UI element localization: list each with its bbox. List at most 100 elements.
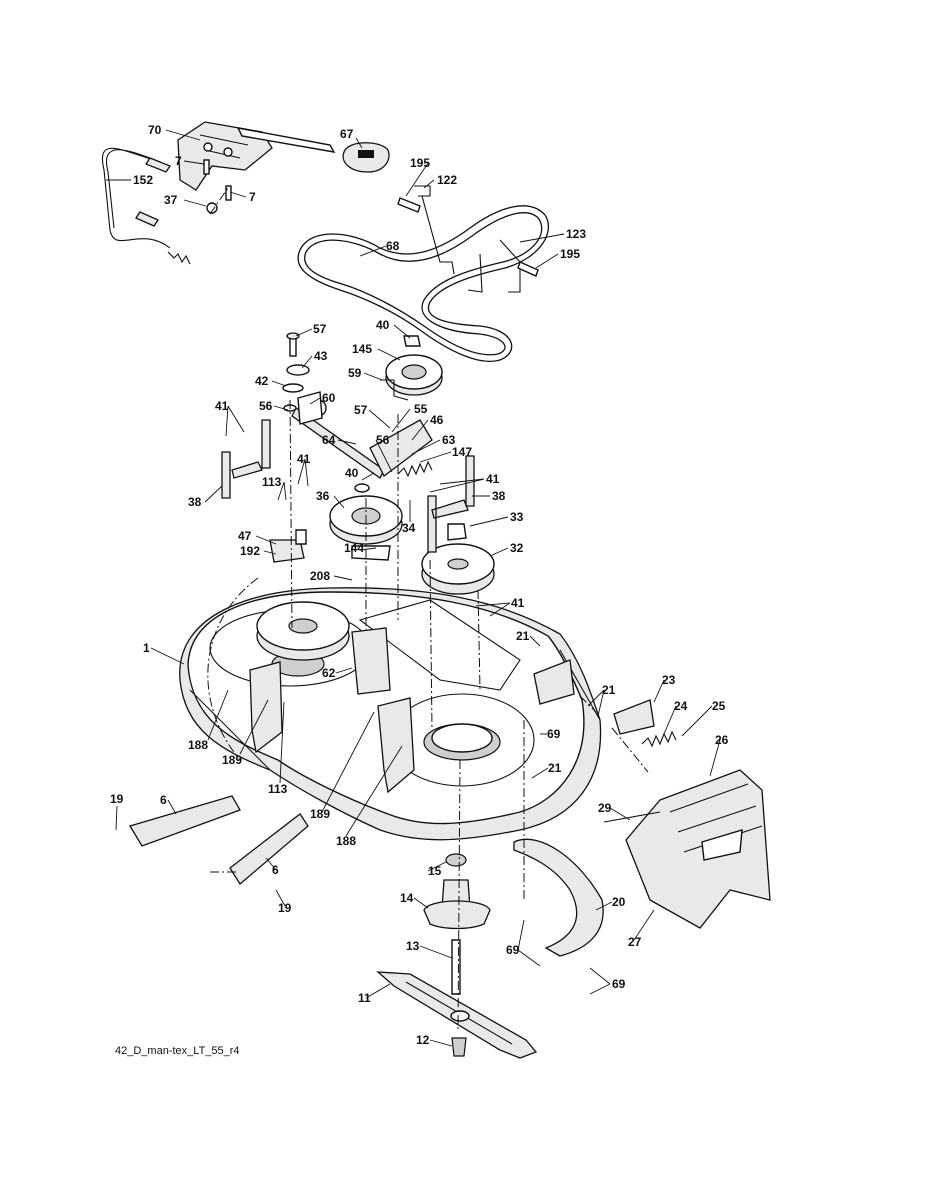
- bolt-part: [203, 159, 210, 175]
- lift-arm-part: [229, 813, 309, 885]
- chute-rod-part: [603, 811, 661, 823]
- callout-47: 47: [238, 529, 252, 543]
- callout-7: 7: [175, 154, 182, 168]
- callout-69: 69: [612, 977, 626, 991]
- callout-7: 7: [249, 190, 256, 204]
- callout-192: 192: [240, 544, 260, 558]
- callout-27: 27: [628, 935, 642, 949]
- blade-bolt-part: [451, 1037, 467, 1057]
- callout-43: 43: [314, 349, 328, 363]
- callout-21: 21: [548, 761, 562, 775]
- callout-38: 38: [492, 489, 506, 503]
- callout-15: 15: [428, 864, 442, 878]
- callout-24: 24: [674, 699, 688, 713]
- callout-19: 19: [278, 901, 292, 915]
- callout-55: 55: [414, 402, 428, 416]
- callout-26: 26: [715, 733, 729, 747]
- knob-part: [342, 142, 390, 173]
- callout-189: 189: [310, 807, 330, 821]
- callout-188: 188: [188, 738, 208, 752]
- callout-123: 123: [566, 227, 586, 241]
- deck-spindle-pulley-part: [256, 601, 350, 661]
- callout-189: 189: [222, 753, 242, 767]
- callout-113: 113: [262, 475, 282, 489]
- callout-6: 6: [272, 863, 279, 877]
- washer-part: [206, 202, 218, 214]
- callout-69: 69: [506, 943, 520, 957]
- callout-69: 69: [547, 727, 561, 741]
- callout-195: 195: [560, 247, 580, 261]
- callout-41: 41: [511, 596, 525, 610]
- deck-rod-part: [427, 455, 475, 553]
- spindle-assembly-part: [423, 853, 491, 995]
- callout-23: 23: [662, 673, 676, 687]
- belt-guide-part: [397, 185, 539, 293]
- callout-12: 12: [416, 1033, 430, 1047]
- callout-62: 62: [322, 666, 336, 680]
- bolt-part: [225, 185, 232, 201]
- callout-60: 60: [322, 391, 336, 405]
- callout-36: 36: [316, 489, 330, 503]
- engagement-bracket-part: [177, 121, 336, 191]
- callout-41: 41: [215, 399, 229, 413]
- callout-152: 152: [133, 173, 153, 187]
- callout-1: 1: [143, 641, 150, 655]
- callout-57: 57: [313, 322, 327, 336]
- assembly-lines: [207, 187, 649, 1031]
- shield-bracket-part: [613, 699, 655, 735]
- callout-41: 41: [297, 452, 311, 466]
- callout-40: 40: [376, 318, 390, 332]
- deck-bracket-part: [351, 627, 391, 695]
- callout-63: 63: [442, 433, 456, 447]
- callout-42: 42: [255, 374, 269, 388]
- callout-188: 188: [336, 834, 356, 848]
- callout-56: 56: [259, 399, 273, 413]
- deck-bracket-part: [295, 529, 307, 545]
- callout-145: 145: [352, 342, 372, 356]
- mower-blade-part: [376, 971, 538, 1059]
- callout-25: 25: [712, 699, 726, 713]
- hanger-bracket-part: [249, 661, 283, 754]
- callout-38: 38: [188, 495, 202, 509]
- callout-40: 40: [345, 466, 359, 480]
- callout-67: 67: [340, 127, 354, 141]
- callout-33: 33: [510, 510, 524, 524]
- drive-belt-part: [297, 205, 550, 362]
- callout-56: 56: [376, 433, 390, 447]
- discharge-chute-part: [625, 769, 771, 929]
- callout-64: 64: [322, 433, 336, 447]
- cable-part: [102, 147, 191, 265]
- hanger-bracket-part: [377, 697, 415, 794]
- callout-21: 21: [516, 629, 530, 643]
- callout-57: 57: [354, 403, 368, 417]
- pivot-stack-part: [282, 332, 323, 425]
- callout-195: 195: [410, 156, 430, 170]
- large-pulley-part: [421, 523, 495, 595]
- callout-21: 21: [602, 683, 616, 697]
- callout-14: 14: [400, 891, 414, 905]
- callout-41: 41: [486, 472, 500, 486]
- callout-20: 20: [612, 895, 626, 909]
- callout-37: 37: [164, 193, 178, 207]
- spring-part: [641, 730, 677, 748]
- callout-68: 68: [386, 239, 400, 253]
- idler-pulley-part: [380, 335, 443, 401]
- callout-147: 147: [452, 445, 472, 459]
- callout-46: 46: [430, 413, 444, 427]
- callout-59: 59: [348, 366, 362, 380]
- callout-labels: 70 7 7 152 37 67 195 122 68 123 195 57 4…: [110, 123, 729, 1047]
- deck-rod-part: [221, 419, 271, 499]
- callout-208: 208: [310, 569, 330, 583]
- lift-arm-part: [129, 795, 241, 847]
- callout-34: 34: [402, 521, 416, 535]
- diagram-reference-code: 42_D_man-tex_LT_55_r4: [115, 1045, 240, 1057]
- callout-19: 19: [110, 792, 124, 806]
- callout-113: 113: [268, 782, 288, 796]
- callout-leader-lines: [106, 129, 721, 1047]
- callout-70: 70: [148, 123, 162, 137]
- callout-32: 32: [510, 541, 524, 555]
- callout-122: 122: [437, 173, 457, 187]
- callout-13: 13: [406, 939, 420, 953]
